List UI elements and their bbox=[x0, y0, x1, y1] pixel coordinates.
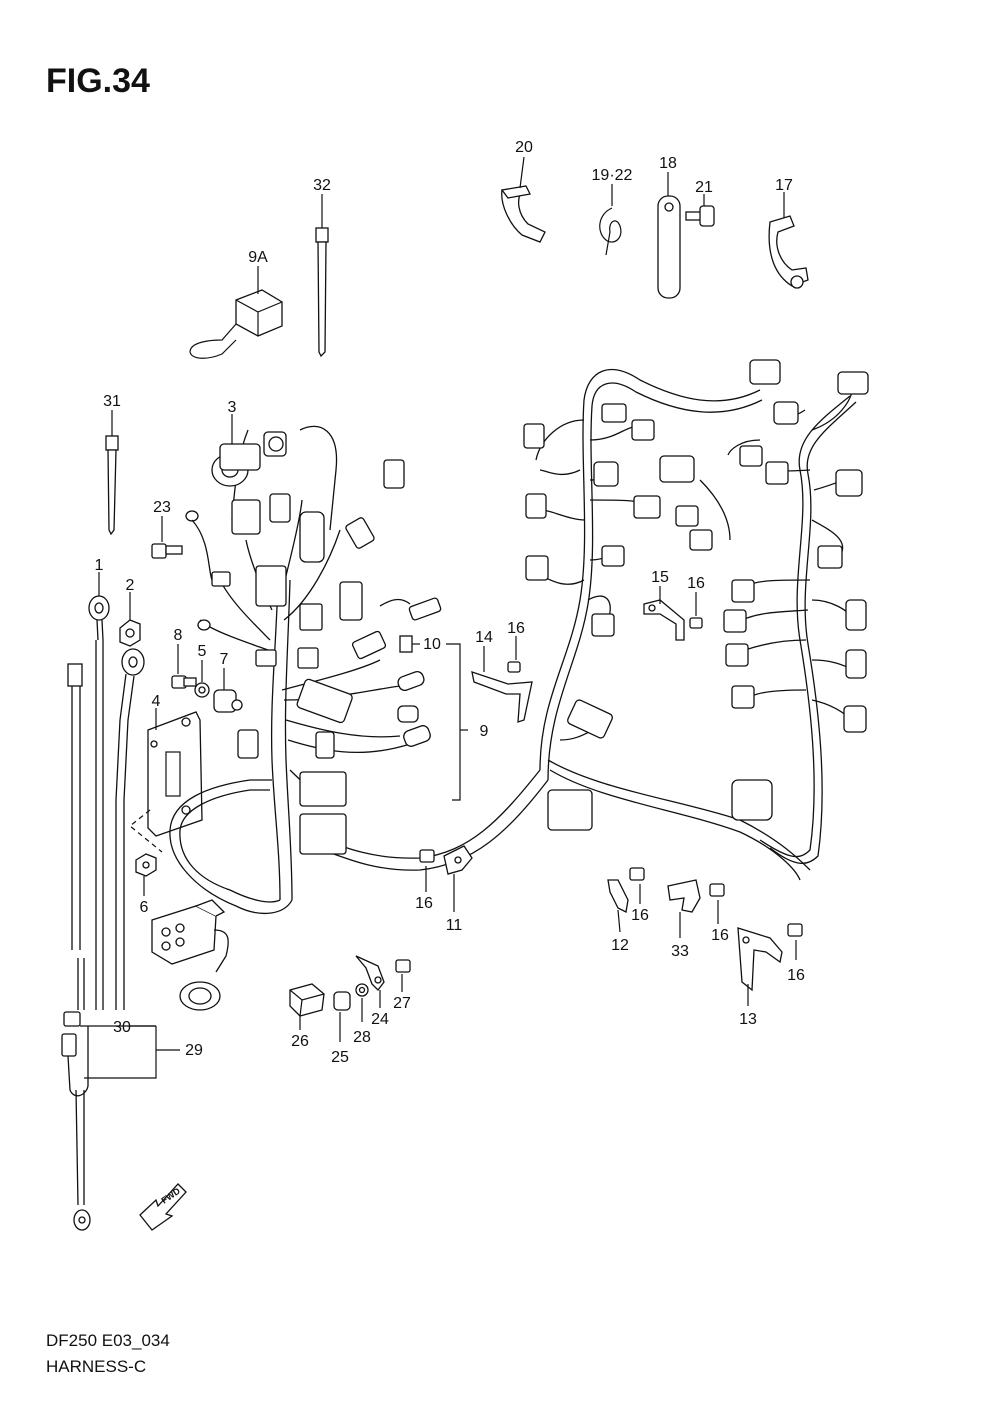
callout-31: 31 bbox=[103, 393, 121, 410]
callout-13: 13 bbox=[739, 1011, 757, 1028]
callout-7: 7 bbox=[220, 651, 229, 668]
part-14-bracket bbox=[471, 671, 533, 723]
callout-18: 18 bbox=[659, 155, 677, 172]
callout-17: 17 bbox=[775, 177, 793, 194]
part-15-bracket bbox=[643, 599, 685, 641]
callout-16-e: 16 bbox=[711, 927, 729, 944]
callout-11: 11 bbox=[446, 917, 463, 934]
callout-15: 15 bbox=[651, 569, 669, 586]
callout-10: 10 bbox=[423, 636, 441, 653]
callout-16-a: 16 bbox=[507, 620, 525, 637]
part-23-bolt bbox=[151, 543, 183, 559]
callout-19-22: 19·22 bbox=[592, 167, 633, 184]
callout-8: 8 bbox=[174, 627, 183, 644]
part-21-bolt bbox=[685, 205, 715, 227]
part-16-bolt-b bbox=[689, 617, 703, 629]
figure-title: FIG.34 bbox=[46, 62, 150, 100]
callout-16-c: 16 bbox=[415, 895, 433, 912]
callout-9a: 9A bbox=[248, 249, 268, 266]
part-24-bracket bbox=[355, 955, 385, 991]
part-20-clamp bbox=[500, 185, 546, 243]
part-29-30-fuse-lead bbox=[61, 1011, 91, 1231]
callout-26: 26 bbox=[291, 1033, 309, 1050]
part-1-battery-cable bbox=[88, 595, 110, 1010]
part-4-bracket-plate bbox=[147, 711, 203, 837]
callout-24: 24 bbox=[371, 1011, 389, 1028]
part-25-cap bbox=[333, 991, 351, 1011]
part-16-bolt-f bbox=[787, 923, 803, 937]
part-17-clamp bbox=[768, 215, 809, 289]
callout-23: 23 bbox=[153, 499, 171, 516]
part-8-bolt bbox=[171, 675, 197, 689]
part-6-nut bbox=[135, 853, 157, 877]
right-connectors bbox=[523, 359, 869, 831]
part-33-bracket bbox=[667, 879, 701, 913]
part-18-strap bbox=[657, 195, 681, 299]
part-cable-ring bbox=[115, 648, 145, 1010]
callout-32: 32 bbox=[313, 177, 331, 194]
part-16-bolt-d bbox=[629, 867, 645, 881]
fwd-arrow-icon: FWD bbox=[139, 1183, 187, 1231]
part-2-nut bbox=[119, 619, 141, 647]
callout-16-d: 16 bbox=[631, 907, 649, 924]
callout-14: 14 bbox=[475, 629, 493, 646]
part-9a-cap bbox=[189, 289, 283, 359]
part-27-bolt bbox=[395, 959, 411, 973]
part-7-holder bbox=[213, 689, 243, 713]
callout-6: 6 bbox=[140, 899, 149, 916]
callout-12: 12 bbox=[611, 937, 629, 954]
part-3-sensor bbox=[211, 431, 287, 487]
callout-2: 2 bbox=[126, 577, 135, 594]
part-11-clip bbox=[443, 845, 473, 875]
callout-33: 33 bbox=[671, 943, 689, 960]
part-12-bracket bbox=[607, 879, 629, 913]
callout-20: 20 bbox=[515, 139, 533, 156]
callout-3: 3 bbox=[228, 399, 237, 416]
part-10-fuse bbox=[399, 635, 413, 653]
part-16-bolt-c bbox=[419, 849, 435, 863]
part-32-cable-tie bbox=[315, 227, 329, 358]
callout-5: 5 bbox=[198, 643, 207, 660]
footer-code: DF250 E03_034 bbox=[46, 1331, 170, 1350]
part-16-bolt-a bbox=[507, 661, 521, 673]
callout-28: 28 bbox=[353, 1029, 371, 1046]
part-5-grommet bbox=[194, 682, 210, 698]
callout-25: 25 bbox=[331, 1049, 349, 1066]
callout-29: 29 bbox=[185, 1042, 203, 1059]
callout-1: 1 bbox=[95, 557, 104, 574]
callout-27: 27 bbox=[393, 995, 411, 1012]
callout-21: 21 bbox=[695, 179, 713, 196]
main-harness bbox=[169, 425, 549, 915]
part-28-washer bbox=[355, 983, 369, 997]
part-long-cable bbox=[67, 663, 85, 1010]
part-31-cable-tie bbox=[105, 435, 119, 536]
callout-16-f: 16 bbox=[787, 967, 805, 984]
part-13-bracket bbox=[737, 927, 783, 992]
footer-name: HARNESS-C bbox=[46, 1357, 146, 1376]
part-16-bolt-e bbox=[709, 883, 725, 897]
part-main-connector bbox=[151, 899, 229, 1011]
callout-4: 4 bbox=[152, 693, 161, 710]
part-19-22-clip bbox=[599, 207, 622, 256]
connector-relay-group bbox=[185, 459, 442, 855]
part-26-cap bbox=[289, 983, 325, 1017]
callout-16-b: 16 bbox=[687, 575, 705, 592]
callout-9: 9 bbox=[480, 723, 489, 740]
callout-30: 30 bbox=[113, 1019, 131, 1036]
